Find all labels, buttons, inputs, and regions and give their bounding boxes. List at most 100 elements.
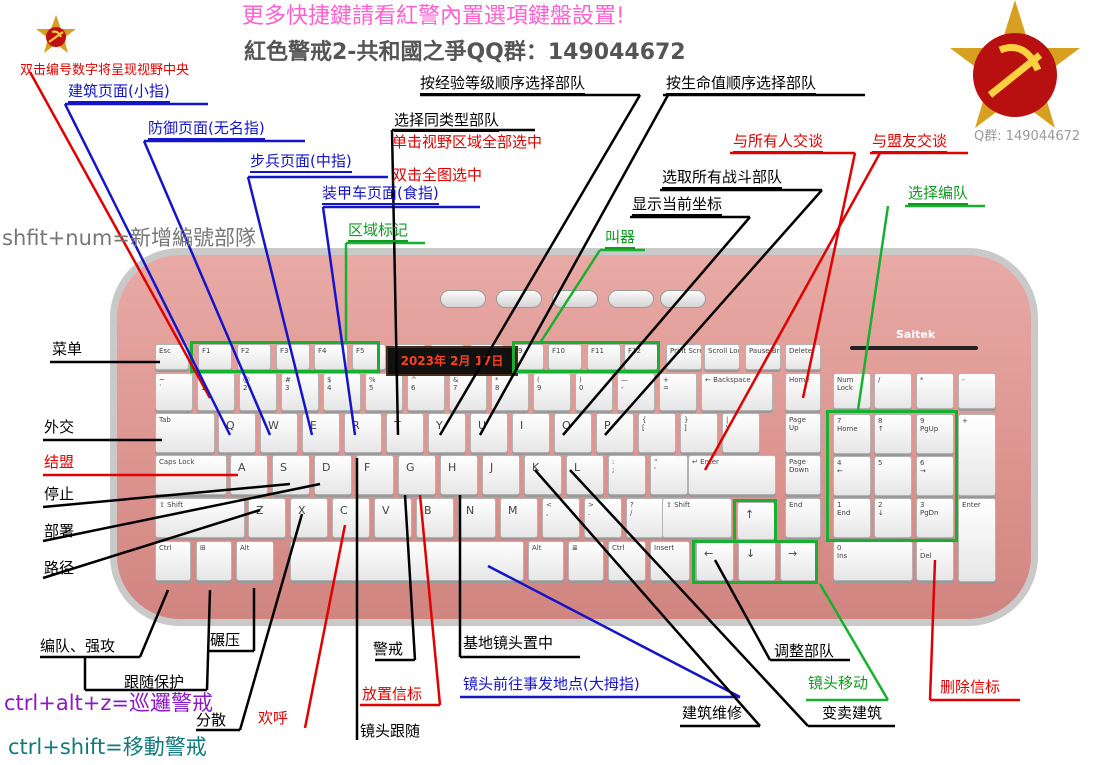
arrow-keys-highlight [692,540,818,584]
key[interactable]: M [500,498,538,538]
key[interactable]: F5 [352,344,386,370]
key[interactable]: + = [659,373,697,411]
key[interactable]: W [260,413,298,453]
media-button[interactable] [608,290,654,308]
key[interactable]: 1 End [833,498,871,538]
key[interactable]: U [470,413,508,453]
key[interactable]: Q [218,413,256,453]
key[interactable]: Alt [236,541,274,581]
key[interactable]: < , [542,498,580,538]
key[interactable]: / [874,373,912,409]
key[interactable]: — - [617,373,655,411]
key[interactable]: K [524,455,562,495]
key[interactable]: 3 PgDn [916,498,954,538]
key[interactable]: Z [248,498,286,538]
key[interactable]: Tab [155,413,215,453]
key[interactable]: Page Up [785,413,821,453]
key[interactable]: Ctrl [155,541,191,581]
key[interactable]: ≣ [568,541,604,581]
label-cheer: 欢呼 [258,709,289,727]
key[interactable]: > . [584,498,622,538]
key[interactable]: J [482,455,520,495]
key[interactable]: ) 0 [575,373,613,411]
key[interactable]: % 5 [365,373,403,411]
key[interactable]: Y [428,413,466,453]
key[interactable]: C [332,498,370,538]
media-button[interactable] [552,290,598,308]
key[interactable]: ⇧ Shift [662,498,732,538]
key[interactable]: Home [785,373,821,411]
media-button[interactable] [660,290,706,308]
key[interactable]: Delete [785,344,821,370]
key[interactable]: 9 PgUp [916,414,954,454]
key[interactable]: Insert [650,541,690,581]
key[interactable]: A [230,455,268,495]
brand-logo: Saitek [896,328,936,341]
key[interactable]: ← Backspace [701,373,773,411]
key[interactable]: ↵ Enter [688,455,776,495]
key[interactable]: ⊞ [196,541,232,581]
label-place-beacon: 放置信标 [362,685,423,703]
key[interactable]: 6 → [916,456,954,496]
key[interactable]: ⇧ Shift [155,498,245,538]
key[interactable]: ? / [626,498,664,538]
key[interactable]: " ' [650,455,688,495]
key[interactable]: B [416,498,454,538]
key[interactable]: . Del [916,541,954,581]
key[interactable]: Print Screen [666,344,702,370]
key[interactable] [290,541,524,581]
key[interactable]: | \ [722,413,760,453]
key[interactable]: & 7 [449,373,487,411]
key[interactable]: D [314,455,352,495]
key[interactable]: ( 9 [533,373,571,411]
key[interactable]: + [958,414,996,496]
label-beacon-horn: 叫器 [605,230,636,249]
function-key-highlight [512,341,660,373]
key[interactable]: Scroll Lock [704,344,740,370]
media-button[interactable] [440,290,486,308]
key[interactable]: } ] [680,413,718,453]
key[interactable]: Enter [958,498,996,582]
key[interactable]: I [512,413,550,453]
label-repair: 建筑维修 [682,704,743,722]
key[interactable]: * 8 [491,373,529,411]
key[interactable]: G [398,455,436,495]
key[interactable]: Esc [155,344,189,370]
key[interactable]: Num Lock [833,373,871,409]
key[interactable]: ~ ` [155,373,193,411]
key[interactable]: S [272,455,310,495]
key[interactable]: X [290,498,328,538]
key[interactable]: Ctrl [608,541,646,581]
key[interactable]: F [356,455,394,495]
key[interactable]: $ 4 [323,373,361,411]
key[interactable]: H [440,455,478,495]
key[interactable]: P [596,413,634,453]
key[interactable]: O [554,413,592,453]
key[interactable]: { [ [638,413,676,453]
key[interactable]: L [566,455,604,495]
key[interactable]: @ 2 [239,373,277,411]
key[interactable]: N [458,498,496,538]
media-button[interactable] [496,290,542,308]
key[interactable]: End [785,498,821,538]
label-double-click-center: 双击编号数字将呈现视野中央 [20,63,190,78]
key[interactable]: # 3 [281,373,319,411]
key[interactable]: 2 ↓ [874,498,912,538]
key[interactable]: 0 Ins [833,541,913,581]
key[interactable]: R [344,413,382,453]
label-click-select-view: 单击视野区域全部选中 [392,133,543,151]
key[interactable]: : ; [608,455,646,495]
label-show-coords: 显示当前坐标 [632,197,723,216]
key[interactable]: - [958,373,996,409]
key[interactable]: E [302,413,340,453]
key[interactable]: * [916,373,954,409]
key[interactable]: ! 1 [197,373,235,411]
key[interactable]: Page Down [785,455,821,495]
key[interactable]: Alt [528,541,564,581]
key[interactable]: Caps Lock [155,455,227,495]
key[interactable]: Pause Break [745,344,781,370]
arrow-up-highlight [733,499,777,543]
key[interactable]: ^ 6 [407,373,445,411]
key[interactable]: V [374,498,412,538]
key[interactable]: T [386,413,424,453]
